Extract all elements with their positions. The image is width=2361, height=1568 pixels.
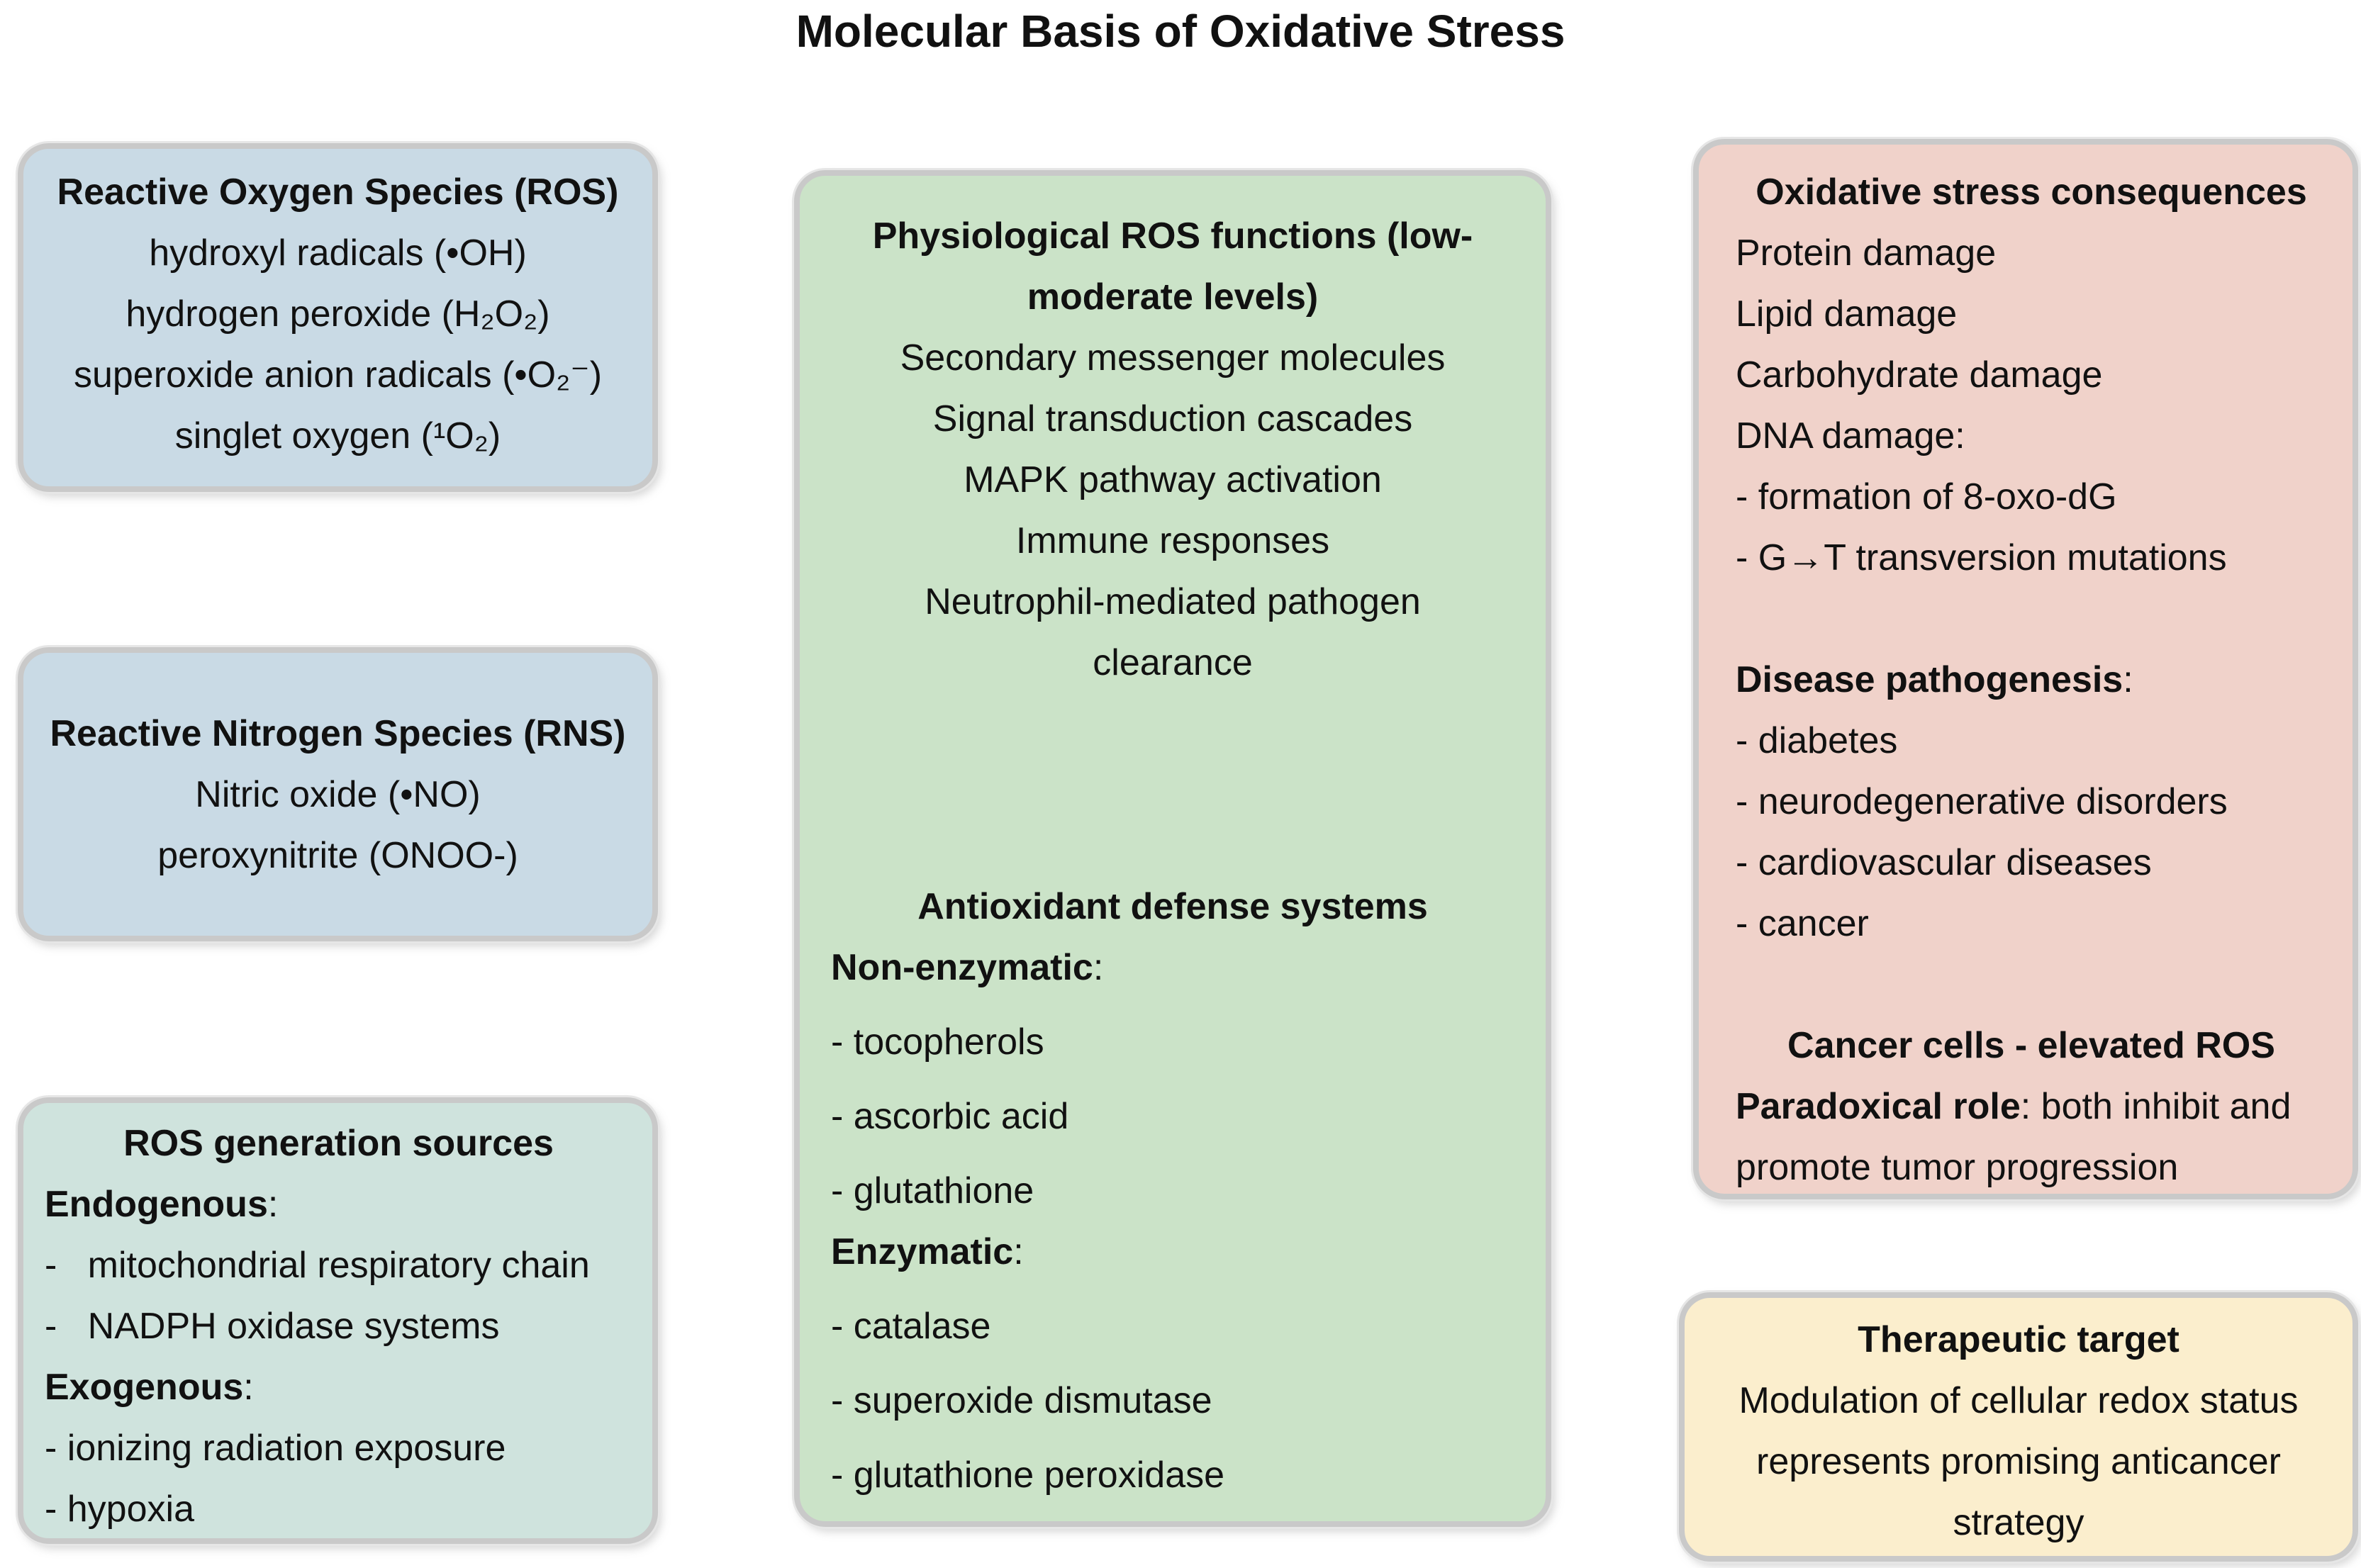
text-line: Modulation of cellular redox status repr… [1738, 1380, 2299, 1543]
text-line: - cancer [1736, 903, 1869, 944]
text-line: ROS generation sources [123, 1123, 554, 1164]
reactive-nitrogen-species-box: Reactive Nitrogen Species (RNS) Nitric ox… [18, 647, 658, 941]
text-line: superoxide anion radicals (•O₂⁻) [73, 354, 603, 396]
text-line: Endogenous: [45, 1184, 279, 1225]
text-line: Lipid damage [1736, 293, 1958, 335]
text-line: Protein damage [1736, 233, 1997, 274]
text-line: Enzymatic: [831, 1231, 1024, 1272]
text-line: Reactive Oxygen Species (ROS) [57, 172, 619, 213]
text-line: DNA damage: [1736, 415, 1965, 457]
text-line: - diabetes [1736, 720, 1898, 761]
text-line: - ionizing radiation exposure [45, 1428, 506, 1469]
text-line: - glutathione peroxidase [831, 1455, 1225, 1496]
text-line [1736, 588, 2327, 649]
text-line: - hypoxia [45, 1489, 194, 1530]
text-line: Carbohydrate damage [1736, 354, 2103, 396]
reactive-oxygen-species-box: Reactive Oxygen Species (ROS) hydroxyl ra… [18, 143, 658, 492]
text-line: - mitochondrial respiratory chain [45, 1245, 590, 1286]
physiological-ros-functions-box: Physiological ROS functions (low- modera… [794, 170, 1551, 1527]
text-line: Secondary messenger molecules [900, 337, 1446, 379]
text-line: Antioxidant defense systems [917, 886, 1428, 927]
text-line: Oxidative stress consequences [1756, 172, 2307, 213]
text-line: hydroxyl radicals (•OH) [149, 233, 527, 274]
text-line: Neutrophil-mediated pathogen clearance [925, 581, 1421, 683]
text-line: peroxynitrite (ONOO-) [157, 834, 518, 876]
text-line: Reactive Nitrogen Species (RNS) [50, 712, 626, 754]
text-line: - ascorbic acid [831, 1096, 1069, 1137]
text-line: - glutathione [831, 1170, 1034, 1211]
text-line: Exogenous: [45, 1367, 254, 1408]
diagram-title: Molecular Basis of Oxidative Stress [796, 6, 1565, 57]
text-line: - NADPH oxidase systems [45, 1306, 500, 1347]
text-line: Paradoxical role: both inhibit and promo… [1736, 1086, 2292, 1188]
text-line [1736, 954, 2327, 1015]
text-line: - neurodegenerative disorders [1736, 781, 2228, 822]
text-line: - G→T transversion mutations [1736, 537, 2227, 578]
text-line [831, 693, 1514, 876]
text-line: Signal transduction cascades [932, 398, 1413, 439]
text-line: - catalase [831, 1306, 991, 1347]
text-line: Disease pathogenesis: [1736, 659, 2133, 700]
text-line: Nitric oxide (•NO) [195, 773, 481, 815]
text-line: - tocopherols [831, 1021, 1044, 1063]
text-line: singlet oxygen (¹O₂) [174, 415, 501, 457]
text-line: MAPK pathway activation [964, 459, 1382, 500]
text-line: hydrogen peroxide (H₂O₂) [125, 293, 550, 335]
text-line: - superoxide dismutase [831, 1380, 1212, 1421]
text-line: - formation of 8-oxo-dG [1736, 476, 2117, 517]
text-line: Physiological ROS functions (low- modera… [872, 215, 1473, 318]
text-line: Cancer cells - elevated ROS [1787, 1025, 2275, 1066]
text-line: - cardiovascular diseases [1736, 842, 2152, 883]
text-line: Non-enzymatic: [831, 947, 1104, 988]
text-line: Therapeutic target [1858, 1319, 2179, 1360]
text-line: Immune responses [1015, 520, 1330, 561]
